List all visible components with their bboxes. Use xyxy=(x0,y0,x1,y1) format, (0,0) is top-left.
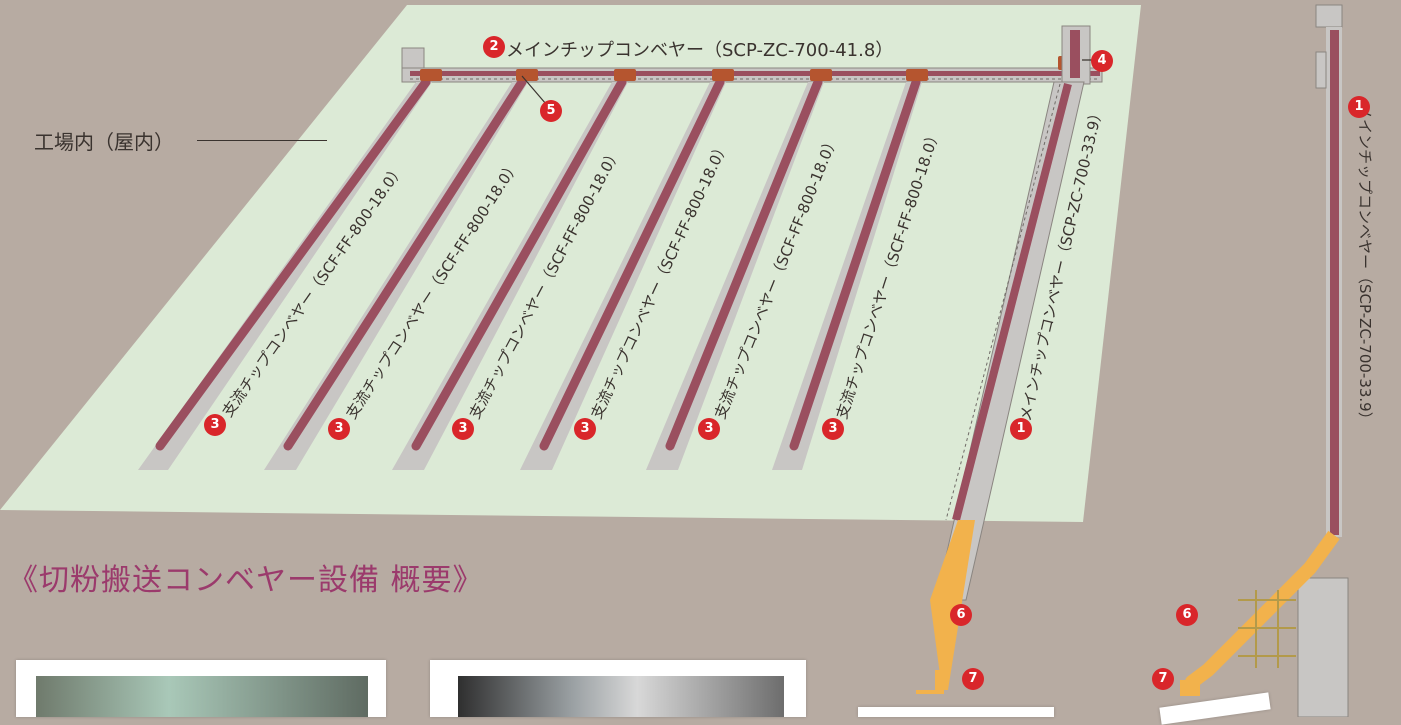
badge-7-side: 7 xyxy=(1152,668,1174,690)
diagram-heading: 《切粉搬送コンベヤー設備 概要》 xyxy=(8,563,484,598)
badge-2: 2 xyxy=(483,36,505,58)
badge-6-side: 6 xyxy=(1176,604,1198,626)
badge-1-side: 1 xyxy=(1348,96,1370,118)
badge-3-e: 3 xyxy=(698,418,720,440)
factory-interior-label: 工場内（屋内） xyxy=(34,130,174,154)
badge-3-d: 3 xyxy=(574,418,596,440)
main-conveyor-1 xyxy=(916,25,1091,694)
badge-3-f: 3 xyxy=(822,418,844,440)
main-conveyor-1-side-label: メインチップコンベヤー（SCP-ZC-700-33.9） xyxy=(1356,104,1374,427)
main-conveyor-2-label: メインチップコンベヤー（SCP-ZC-700-41.8） xyxy=(506,40,893,61)
badge-3-b: 3 xyxy=(328,418,350,440)
equipment-photo-3 xyxy=(858,707,1054,717)
factory-photo-2 xyxy=(430,660,806,717)
badge-3-a: 3 xyxy=(204,414,226,436)
badge-1-plan: 1 xyxy=(1010,418,1032,440)
badge-6-plan: 6 xyxy=(950,604,972,626)
side-elevation-view xyxy=(1180,4,1349,717)
branch-conveyors xyxy=(138,77,922,470)
factory-label-leader-line xyxy=(197,140,327,142)
badge-5: 5 xyxy=(540,100,562,122)
badge-7-plan: 7 xyxy=(962,668,984,690)
badge-3-c: 3 xyxy=(452,418,474,440)
factory-photo-1 xyxy=(16,660,386,717)
factory-floor xyxy=(0,5,1141,522)
badge-4: 4 xyxy=(1091,50,1113,72)
